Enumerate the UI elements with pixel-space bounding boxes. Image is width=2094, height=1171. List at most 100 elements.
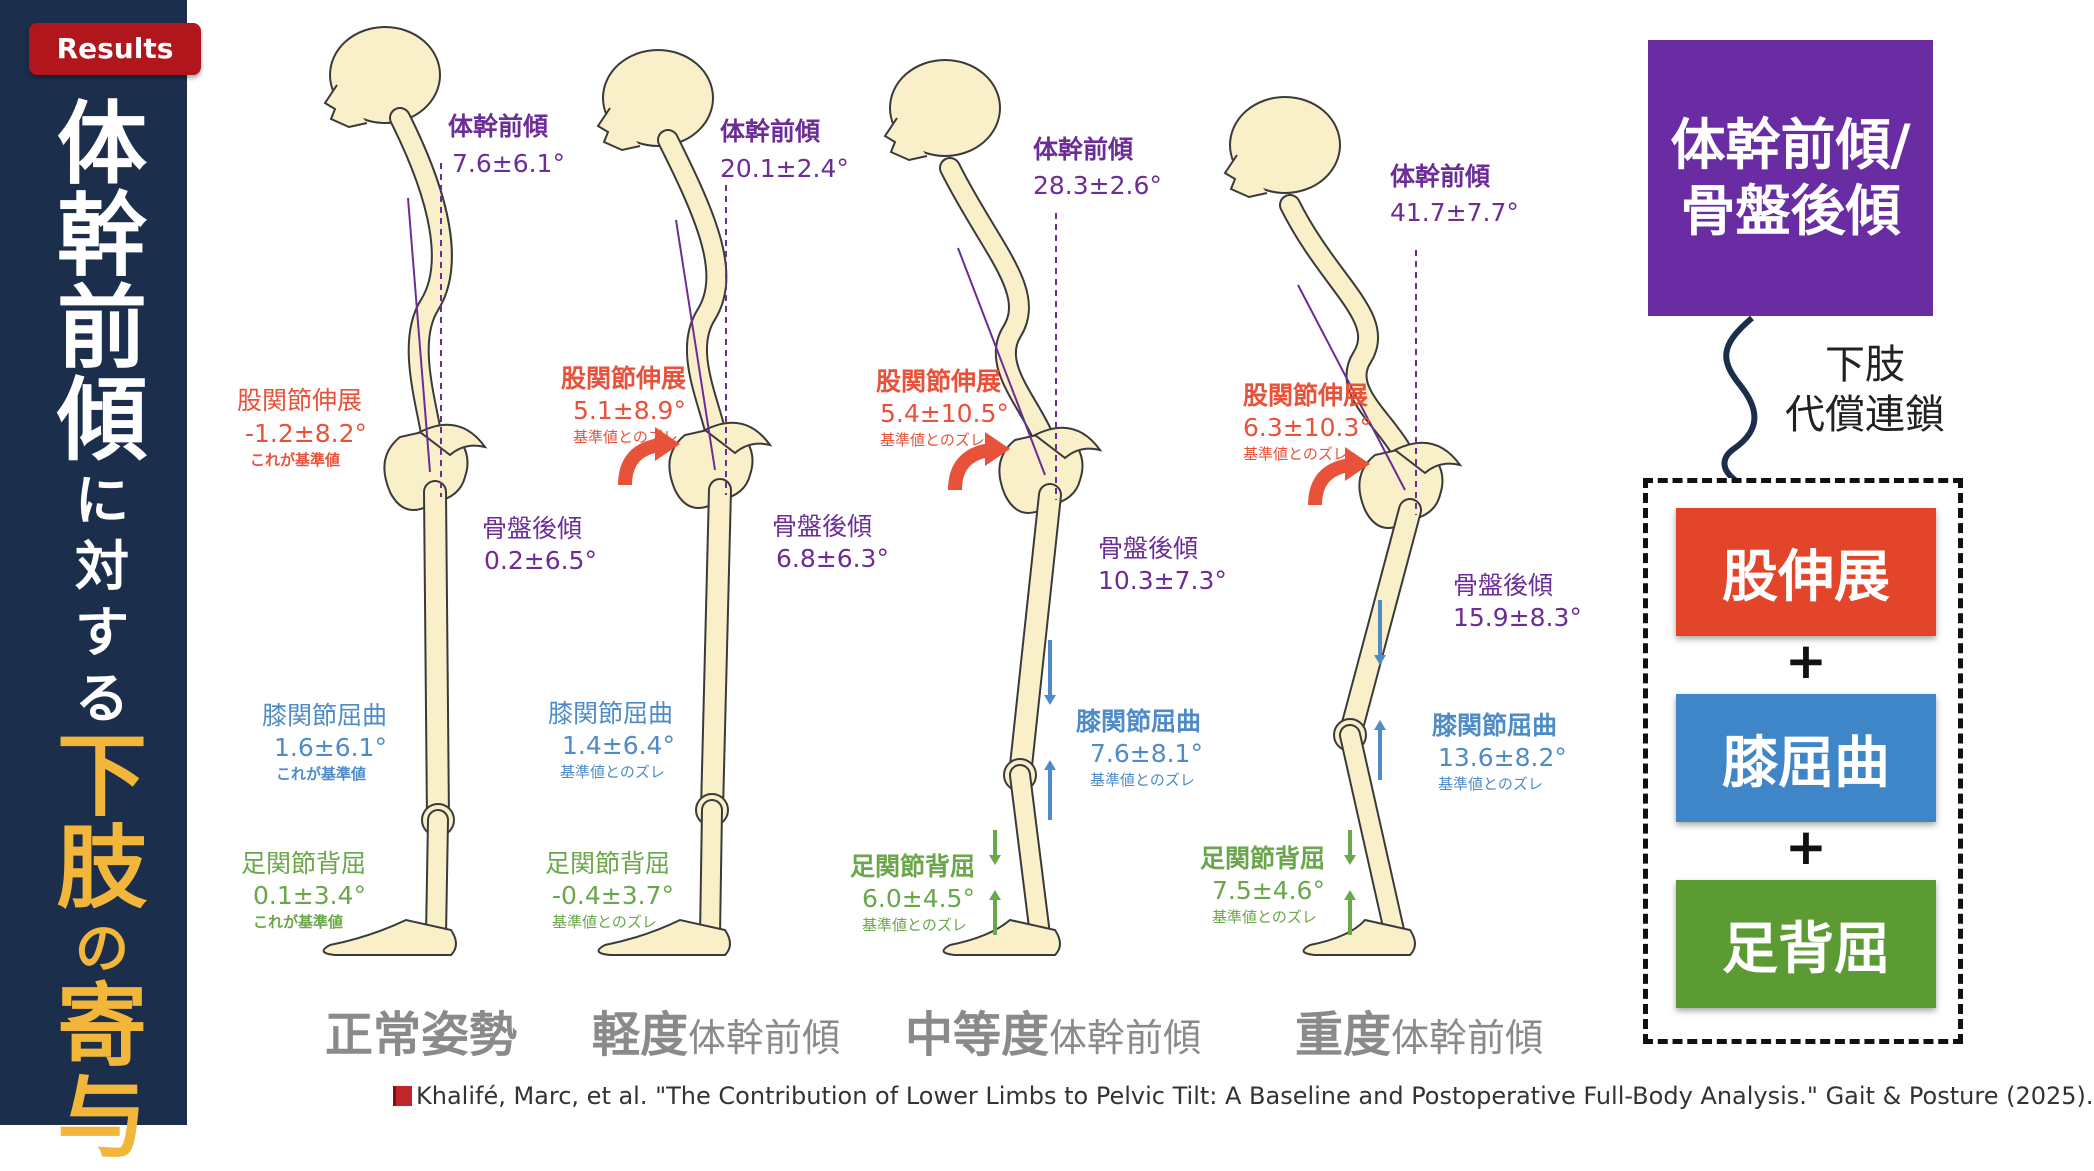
trunk-label-3: 体幹前傾 xyxy=(1033,135,1134,164)
foot xyxy=(597,918,731,956)
skull xyxy=(889,59,1001,157)
jaw xyxy=(323,84,368,129)
trunk-axis-line xyxy=(957,247,1046,476)
knee-label-4: 膝関節屈曲 xyxy=(1432,711,1558,740)
trunk-label-4: 体幹前傾 xyxy=(1390,162,1491,191)
knee-arrow-up-head xyxy=(1374,720,1386,730)
hip-value-4: 6.3±10.3° xyxy=(1243,413,1372,442)
pelvis-value-1: 0.2±6.5° xyxy=(484,546,597,575)
hip-value-2: 5.1±8.9° xyxy=(573,396,686,425)
caption-mild: 軽度体幹前傾 xyxy=(592,995,840,1065)
skull xyxy=(1229,96,1341,194)
trunk-axis-line xyxy=(1297,284,1406,491)
ankle-arrow-down-head xyxy=(989,855,1001,865)
trunk-value-2: 20.1±2.4° xyxy=(720,154,849,183)
knee-value-4: 13.6±8.2° xyxy=(1438,743,1567,772)
hip-extension-box: 股伸展 xyxy=(1676,508,1936,636)
skull xyxy=(329,26,441,124)
spine xyxy=(1281,196,1419,484)
caption-main: 中等度 xyxy=(905,1007,1050,1063)
skull xyxy=(602,49,714,147)
hip-note-1: これが基準値 xyxy=(250,451,341,469)
tibia xyxy=(427,811,447,944)
spine xyxy=(659,131,729,464)
ankle-value-3: 6.0±4.5° xyxy=(862,884,975,913)
vertical-title: 体 幹 前 傾 に 対 す る 下 肢 の 寄 与 xyxy=(48,100,156,1166)
chain-label: 下肢 代償連鎖 xyxy=(1770,340,1960,440)
femur xyxy=(1010,485,1060,785)
jaw xyxy=(596,107,641,152)
hip-arrow-arc xyxy=(618,438,662,486)
title-char: に xyxy=(75,469,129,532)
title-char: 寄 xyxy=(57,974,147,1079)
chain-connector xyxy=(1721,315,1758,483)
hip-arrow-arc xyxy=(1308,458,1352,506)
hip-label-2: 股関節伸展 xyxy=(561,364,687,393)
citation: Khalifé, Marc, et al. "The Contribution … xyxy=(393,1082,2094,1110)
ankle-arrow-down-head xyxy=(1344,855,1356,865)
title-char: 傾 xyxy=(57,368,147,473)
caption-normal: 正常姿勢 xyxy=(325,995,517,1065)
caption-sub: 体幹前傾 xyxy=(688,1016,841,1060)
title-char: 下 xyxy=(57,724,147,829)
knee-note-4: 基準値とのズレ xyxy=(1438,775,1543,793)
ankle-label-1: 足関節背屈 xyxy=(241,849,367,878)
title-char: 肢 xyxy=(57,816,147,921)
chain-squiggle xyxy=(1721,315,1758,483)
trunk-axis-line xyxy=(407,197,431,473)
knee-note-3: 基準値とのズレ xyxy=(1090,771,1195,789)
foot xyxy=(322,918,457,956)
caption-moderate: 中等度体幹前傾 xyxy=(905,995,1201,1065)
ankle-value-4: 7.5±4.6° xyxy=(1212,876,1325,905)
title-char: る xyxy=(75,667,129,730)
trunk-label-1: 体幹前傾 xyxy=(448,112,549,141)
jaw xyxy=(1223,154,1268,199)
knee-label-2: 膝関節屈曲 xyxy=(548,699,674,728)
tibia xyxy=(701,801,721,944)
ankle-note-1: これが基準値 xyxy=(253,913,344,931)
plus-sign: + xyxy=(1785,632,1827,690)
trunk-value-3: 28.3±2.6° xyxy=(1033,171,1162,200)
iliac-crest xyxy=(1393,441,1463,475)
iliac-crest xyxy=(703,421,773,455)
hip-note-4: 基準値とのズレ xyxy=(1243,445,1348,463)
knee-value-2: 1.4±6.4° xyxy=(562,731,675,760)
hip-arrow-head xyxy=(655,427,680,461)
hip-label-4: 股関節伸展 xyxy=(1243,381,1369,410)
chain-label-line1: 下肢 xyxy=(1825,342,1905,388)
trunk-value-1: 7.6±6.1° xyxy=(452,149,565,178)
jaw xyxy=(883,117,928,162)
pelvis-label-3: 骨盤後傾 xyxy=(1098,534,1199,563)
hip-label-1: 股関節伸展 xyxy=(237,386,363,415)
hip-arrow-head xyxy=(1345,447,1370,481)
summary-header-line2: 骨盤後傾 xyxy=(1680,179,1901,243)
tibia xyxy=(1011,766,1049,944)
hip-label-3: 股関節伸展 xyxy=(876,367,1002,396)
ankle-value-2: -0.4±3.7° xyxy=(552,881,674,910)
hip-value-3: 5.4±10.5° xyxy=(880,399,1009,428)
trunk-label-2: 体幹前傾 xyxy=(720,117,821,146)
knee-value-3: 7.6±8.1° xyxy=(1090,739,1203,768)
pelvis-label-4: 骨盤後傾 xyxy=(1453,571,1554,600)
knee-flexion-box: 膝屈曲 xyxy=(1676,694,1936,822)
knee-note-1: これが基準値 xyxy=(276,765,367,783)
pelvis-value-3: 10.3±7.3° xyxy=(1098,566,1227,595)
sidebar xyxy=(0,0,187,1125)
ankle-arrow-up-head xyxy=(1344,890,1356,900)
caption-severe: 重度体幹前傾 xyxy=(1295,995,1543,1065)
ankle-label-2: 足関節背屈 xyxy=(545,849,671,878)
ankle-label-4: 足関節背屈 xyxy=(1200,844,1326,873)
hip-note-3: 基準値とのズレ xyxy=(880,431,985,449)
iliac-crest xyxy=(1033,426,1103,460)
ankle-dorsiflexion-box: 足背屈 xyxy=(1676,880,1936,1008)
caption-main: 正常姿勢 xyxy=(325,1007,518,1063)
knee-value-1: 1.6±6.1° xyxy=(274,733,387,762)
title-char: 前 xyxy=(57,276,147,381)
knee-arrow-down-head xyxy=(1374,655,1386,665)
ankle-note-2: 基準値とのズレ xyxy=(552,913,657,931)
pelvis-label-2: 骨盤後傾 xyxy=(772,512,873,541)
book-icon xyxy=(393,1086,412,1106)
knee-arrow-down-head xyxy=(1044,695,1056,705)
trunk-axis-line xyxy=(675,219,716,471)
ankle-note-3: 基準値とのズレ xyxy=(862,916,967,934)
